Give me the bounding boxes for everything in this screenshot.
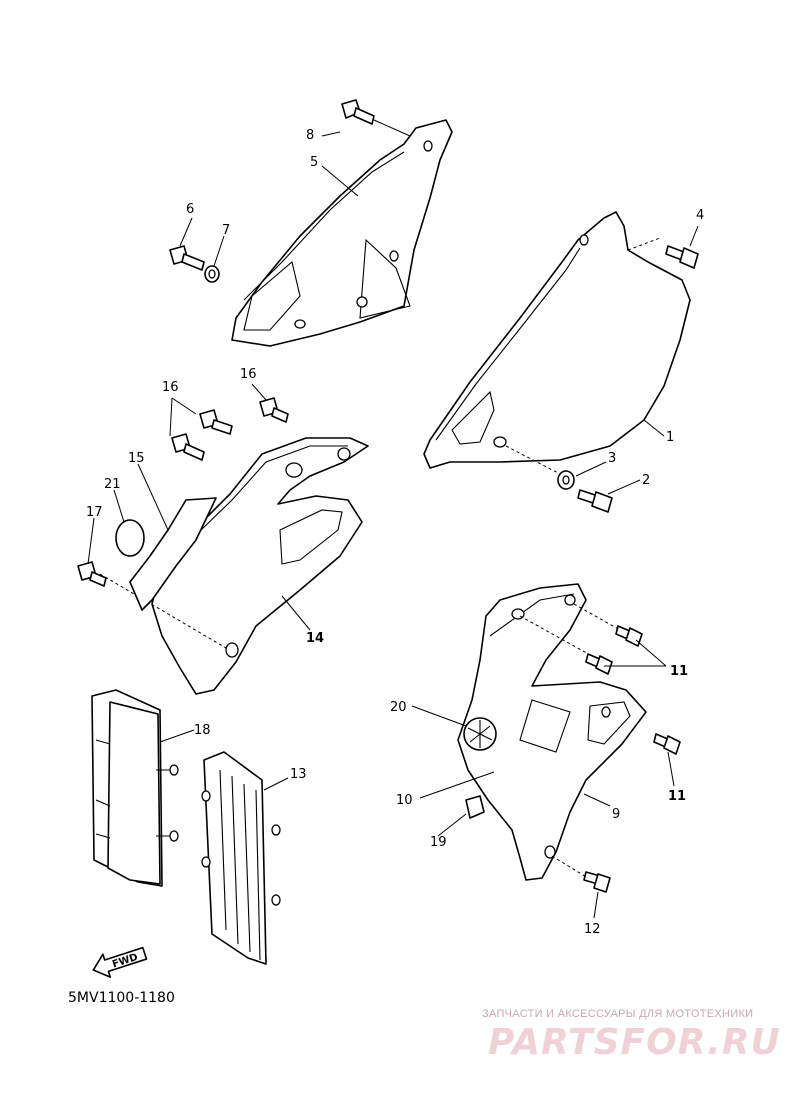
bolt-2 bbox=[577, 489, 613, 513]
part-18-radiator-guard bbox=[91, 689, 179, 887]
callout-20: 20 bbox=[390, 700, 407, 715]
callout-7: 7 bbox=[222, 223, 230, 238]
washer-7 bbox=[204, 265, 220, 283]
callout-18: 18 bbox=[194, 723, 211, 738]
callout-12: 12 bbox=[584, 922, 601, 937]
part-15-bracket bbox=[129, 497, 217, 611]
bolt-6 bbox=[169, 245, 205, 271]
part-20-emblem bbox=[463, 717, 497, 751]
fwd-label: FWD bbox=[111, 952, 139, 971]
washer-3 bbox=[557, 470, 575, 490]
callout-4: 4 bbox=[696, 208, 704, 223]
bolt-16-b bbox=[171, 433, 205, 461]
watermark-logo: PARTSFOR.RU bbox=[488, 1022, 781, 1063]
callout-11-a: 11 bbox=[670, 664, 688, 679]
part-1-side-cover bbox=[423, 211, 691, 469]
bolt-11-c bbox=[653, 733, 681, 755]
bolt-8 bbox=[341, 99, 411, 137]
callout-13: 13 bbox=[290, 767, 307, 782]
bolt-16-a bbox=[199, 409, 233, 435]
part-13-louver bbox=[201, 751, 281, 965]
watermark-tagline: ЗАПЧАСТИ И АКСЕССУАРЫ ДЛЯ МОТОТЕХНИКИ bbox=[482, 1008, 754, 1020]
part-21-emblem bbox=[115, 519, 145, 557]
bolt-16-c bbox=[259, 397, 289, 423]
callout-1: 1 bbox=[666, 430, 674, 445]
callout-2: 2 bbox=[642, 473, 650, 488]
callout-9: 9 bbox=[612, 807, 620, 822]
callout-labels: 8 5 6 7 4 1 3 2 16 16 15 21 17 14 18 13 … bbox=[86, 128, 704, 937]
forward-direction-arrow: FWD bbox=[92, 946, 148, 978]
callout-8: 8 bbox=[306, 128, 314, 143]
callout-15: 15 bbox=[128, 451, 145, 466]
part-9-side-shroud bbox=[457, 583, 647, 881]
callout-11-b: 11 bbox=[668, 789, 686, 804]
bolt-11-b bbox=[585, 653, 613, 675]
bolt-12 bbox=[583, 871, 611, 893]
bolt-11-a bbox=[615, 625, 643, 647]
callout-10: 10 bbox=[396, 793, 413, 808]
callout-21: 21 bbox=[104, 477, 121, 492]
callout-3: 3 bbox=[608, 451, 616, 466]
bolt-17 bbox=[77, 561, 107, 587]
callout-5: 5 bbox=[310, 155, 318, 170]
callout-6: 6 bbox=[186, 202, 194, 217]
callout-19: 19 bbox=[430, 835, 447, 850]
bolt-4 bbox=[665, 245, 699, 269]
callout-16-a: 16 bbox=[162, 380, 179, 395]
callout-leaders bbox=[87, 131, 699, 919]
part-14-radiator-shroud bbox=[99, 437, 369, 695]
callout-17: 17 bbox=[86, 505, 103, 520]
part-5-side-cover-upper bbox=[231, 119, 453, 347]
clip-19 bbox=[465, 795, 485, 819]
catalog-code: 5MV1100-1180 bbox=[68, 990, 175, 1006]
callout-14: 14 bbox=[306, 631, 324, 646]
callout-16-b: 16 bbox=[240, 367, 257, 382]
